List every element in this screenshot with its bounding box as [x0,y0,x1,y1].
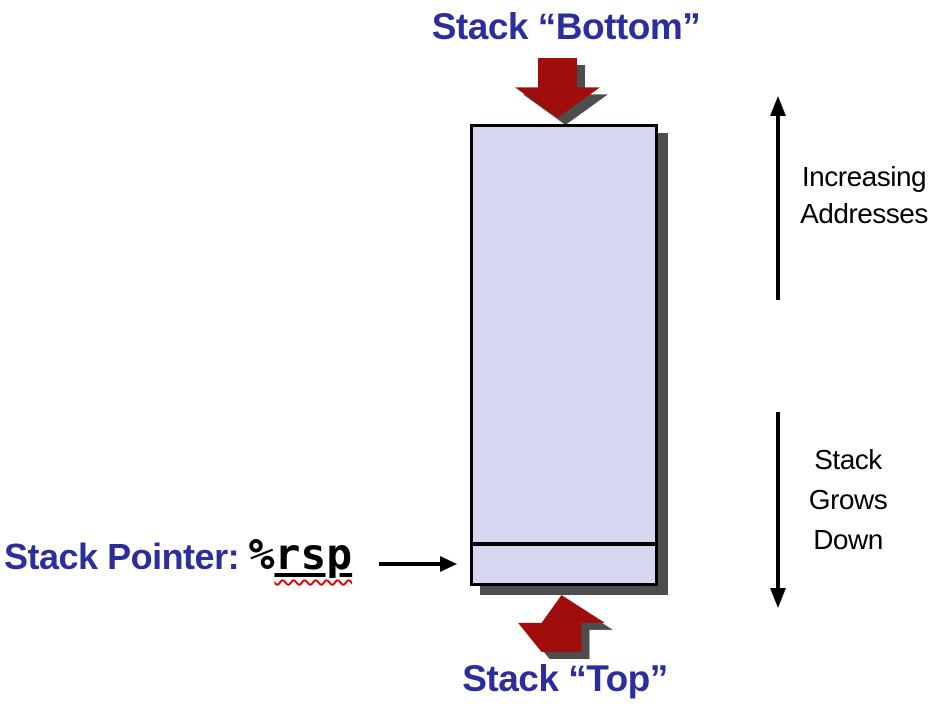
increasing-addresses-line-1: Increasing [801,161,927,192]
block-arrow-down-icon [515,58,608,125]
stack-grows-down-label: Stack Grows Down [780,440,916,560]
stack-grows-down-arrow-icon [770,412,786,608]
stack-memory-region [470,124,658,586]
stack-top-heading: Stack “Top” [462,658,668,699]
increasing-addresses-line-2: Addresses [800,198,928,229]
register-name: rsp [274,530,353,580]
stack-pointer-row: Stack Pointer: %rsp [4,534,352,578]
stack-grows-down-line-2: Grows [808,484,888,515]
stack-pointer-arrow-icon [379,556,457,572]
increasing-addresses-label: Increasing Addresses [793,158,935,232]
stack-grows-down-line-1: Stack [814,444,882,475]
stack-grows-down-line-3: Down [813,524,883,555]
register-percent-sign: % [248,530,275,580]
block-arrow-up-icon [518,595,613,659]
stack-pointer-register: %rsp [249,534,353,577]
stack-pointer-label: Stack Pointer: [4,536,249,577]
stack-bottom-heading: Stack “Bottom” [431,6,701,47]
increasing-addresses-arrow-icon [770,96,786,300]
stack-pointer-cell-divider [473,542,655,546]
register-name-underline: rsp [274,530,352,580]
